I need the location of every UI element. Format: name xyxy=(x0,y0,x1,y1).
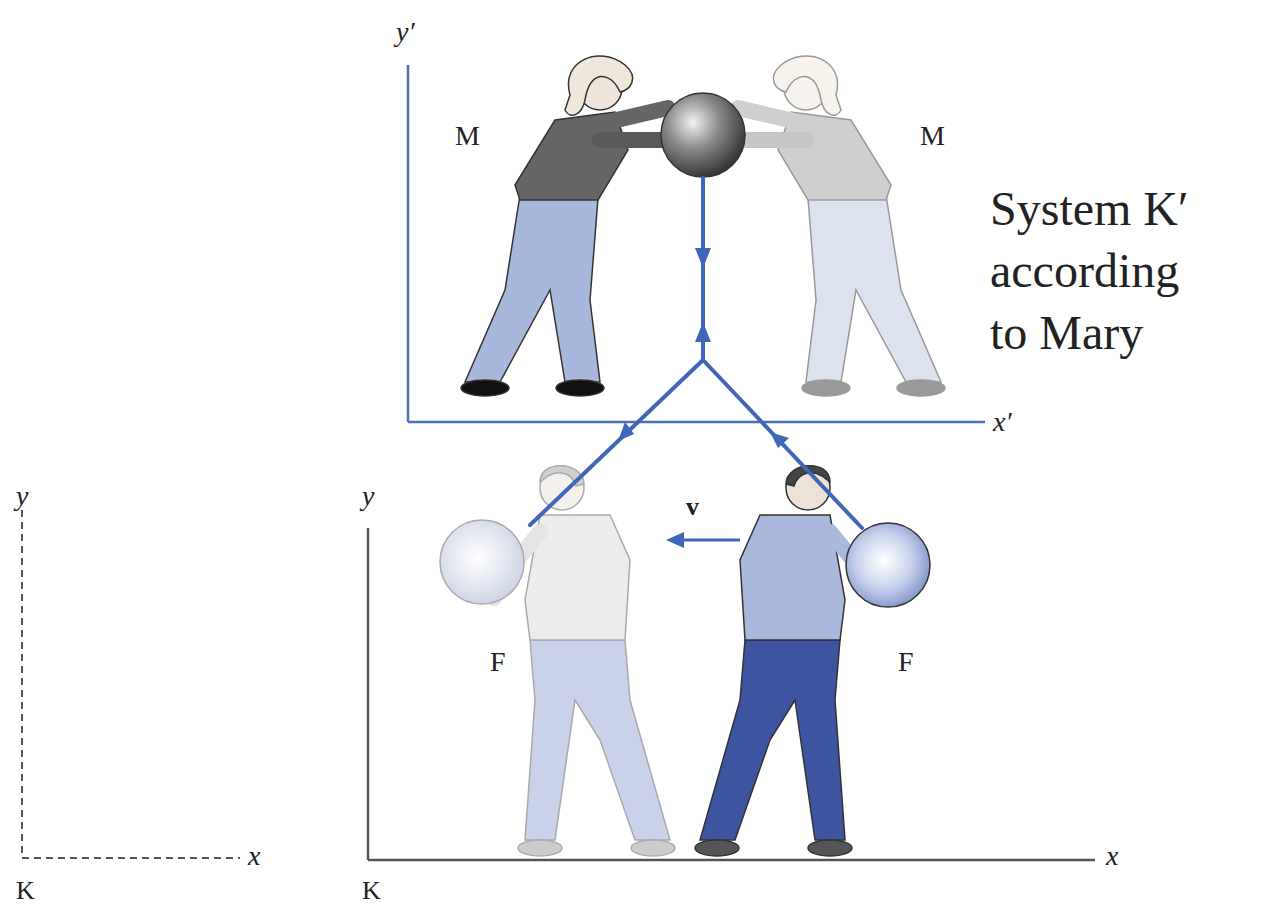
person-label: F xyxy=(490,648,506,676)
velocity-label: v xyxy=(686,494,699,520)
axis-label: x xyxy=(1106,842,1118,870)
frame-title: System K′ according to Mary xyxy=(990,178,1220,364)
fred-figure xyxy=(695,466,876,856)
frame-label: K xyxy=(16,878,35,904)
velocity-arrow xyxy=(666,532,740,548)
trajectory-arrows xyxy=(530,178,862,528)
axis-label: y xyxy=(16,482,28,510)
mary-ghost-figure xyxy=(738,56,945,396)
ball-ghost xyxy=(440,520,524,604)
ball-right xyxy=(846,523,930,607)
axis-label: x′ xyxy=(993,408,1012,436)
frame-label: K xyxy=(362,878,381,904)
person-label: F xyxy=(898,648,914,676)
axis-label: y xyxy=(362,482,374,510)
mary-figure xyxy=(461,56,668,396)
axis-label: x xyxy=(248,842,260,870)
person-label: M xyxy=(920,122,945,150)
ball-top xyxy=(661,93,745,177)
fred-ghost-figure xyxy=(494,466,675,856)
arrowheads xyxy=(618,248,789,448)
person-label: M xyxy=(455,122,480,150)
dashed-k-axes xyxy=(22,510,240,858)
axis-label: y′ xyxy=(396,18,415,46)
